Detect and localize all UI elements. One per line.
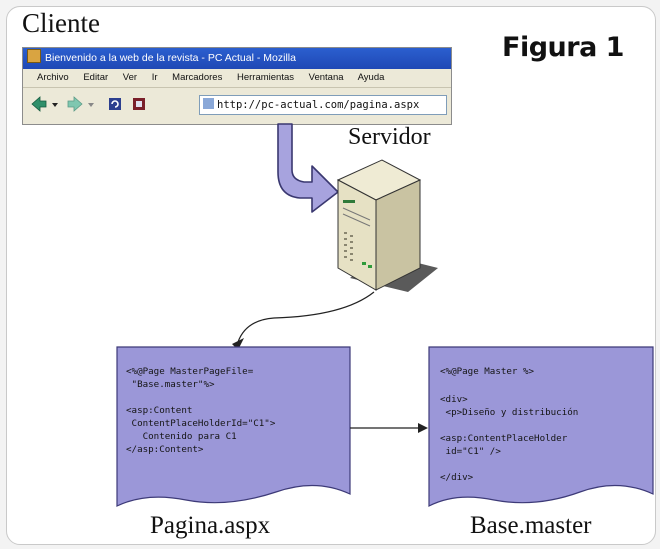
browser-menu-bar: Archivo Editar Ver Ir Marcadores Herrami… xyxy=(23,69,451,88)
code-line: <%@Page Master %> xyxy=(440,366,535,377)
menu-ayuda[interactable]: Ayuda xyxy=(357,72,385,83)
pagina-aspx-document: <%@Page MasterPageFile= "Base.master"%> … xyxy=(116,346,351,508)
code-line: Contenido para C1 xyxy=(126,431,237,442)
menu-herramientas[interactable]: Herramientas xyxy=(236,72,294,83)
code-line: "Base.master"%> xyxy=(126,379,215,390)
menu-ir[interactable]: Ir xyxy=(151,72,158,83)
server-to-page-connector xyxy=(232,291,375,350)
address-bar[interactable]: http://pc-actual.com/pagina.aspx xyxy=(199,95,447,115)
server-icon xyxy=(336,159,438,292)
back-dropdown-icon[interactable] xyxy=(51,96,59,112)
browser-toolbar: http://pc-actual.com/pagina.aspx xyxy=(23,88,451,123)
menu-editar[interactable]: Editar xyxy=(83,72,109,83)
browser-title: Bienvenido a la web de la revista - PC A… xyxy=(45,52,296,64)
menu-archivo[interactable]: Archivo xyxy=(37,72,69,83)
client-label: Cliente xyxy=(22,8,100,38)
code-line: <asp:ContentPlaceHolder xyxy=(440,433,568,444)
code-line: </asp:Content> xyxy=(126,444,204,455)
code-line: ContentPlaceHolderId="C1"> xyxy=(126,418,276,429)
page-to-master-arrow xyxy=(350,423,428,433)
menu-marcadores[interactable]: Marcadores xyxy=(172,72,223,83)
back-arrow-icon[interactable] xyxy=(31,96,47,112)
reload-icon[interactable] xyxy=(107,96,123,112)
server-label: Servidor xyxy=(348,124,431,150)
code-line: <p>Diseño y distribución xyxy=(440,407,579,418)
code-line: <%@Page MasterPageFile= xyxy=(126,366,254,377)
base-master-caption: Base.master xyxy=(470,512,592,539)
request-arrow xyxy=(277,123,339,213)
page-favicon-icon xyxy=(203,98,214,109)
address-text: http://pc-actual.com/pagina.aspx xyxy=(217,99,420,111)
forward-arrow-icon[interactable] xyxy=(67,96,83,112)
figure-number: Figura 1 xyxy=(502,32,624,63)
pagina-aspx-caption: Pagina.aspx xyxy=(150,512,271,539)
forward-dropdown-icon[interactable] xyxy=(87,96,95,112)
browser-title-bar: Bienvenido a la web de la revista - PC A… xyxy=(23,48,451,69)
code-line: </div> xyxy=(440,472,474,483)
base-master-document: <%@Page Master %> <div> <p>Diseño y dist… xyxy=(428,346,654,508)
browser-window: Bienvenido a la web de la revista - PC A… xyxy=(22,47,452,125)
stop-icon[interactable] xyxy=(131,96,147,112)
menu-ventana[interactable]: Ventana xyxy=(308,72,344,83)
menu-ver[interactable]: Ver xyxy=(122,72,138,83)
document-shape xyxy=(116,346,351,507)
code-line: id="C1" /> xyxy=(440,446,501,457)
code-line: <div> xyxy=(440,394,468,405)
document-shape xyxy=(428,346,654,507)
app-icon xyxy=(27,49,41,63)
code-line: <asp:Content xyxy=(126,405,193,416)
